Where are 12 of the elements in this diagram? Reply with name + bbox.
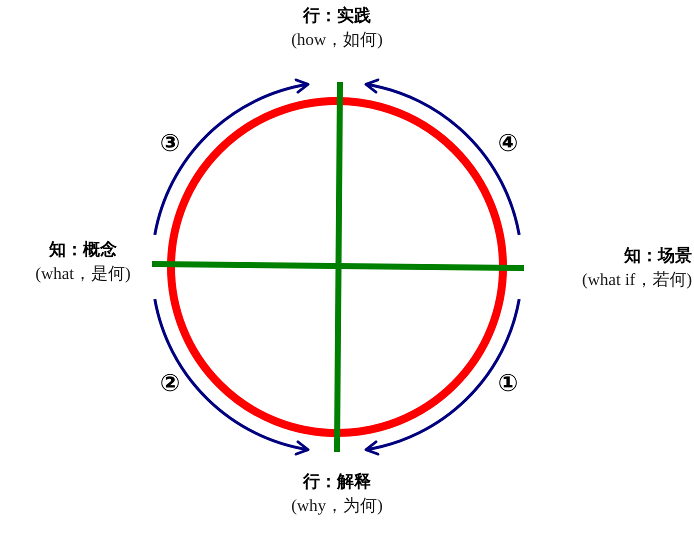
pole-subtitle: (why，为何): [291, 495, 383, 517]
pole-subtitle: (what if，若何): [582, 269, 692, 291]
pole-title: 知：场景: [624, 245, 692, 268]
pole-title: 知：概念: [49, 239, 117, 262]
pole-subtitle: (what，是何): [35, 263, 131, 285]
pole-title: 行：实践: [303, 5, 371, 28]
pole-title: 行：解释: [303, 471, 371, 494]
curved-arrow: [153, 79, 310, 236]
curved-arrow: [364, 79, 521, 236]
curved-arrow: [364, 298, 521, 455]
curved-arrow: [153, 298, 310, 455]
pole-subtitle: (how，如何): [291, 29, 383, 51]
